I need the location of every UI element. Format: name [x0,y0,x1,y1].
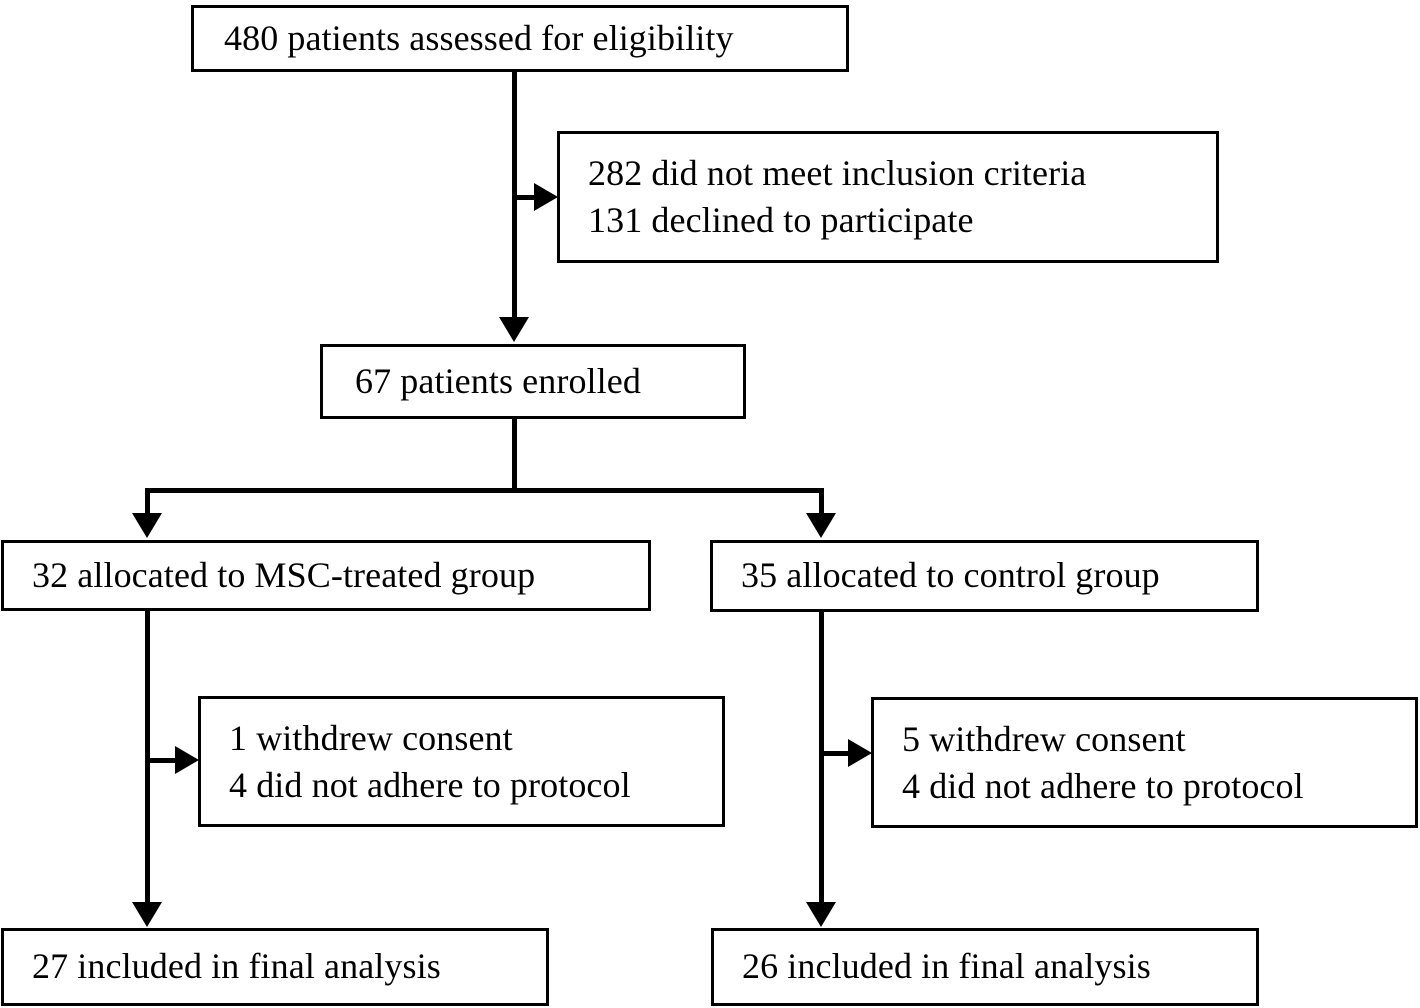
node-assessed-line-1: 480 patients assessed for eligibility [224,17,734,58]
node-final-analysis-control-group: 26 included in final analysis [711,928,1259,1006]
connector-control-to-excluded [821,751,852,756]
arrowhead-control-to-final [806,902,836,927]
connector-enrolled-stem [512,419,517,493]
connector-split-left-arm [145,488,150,516]
node-alloc-msc-line-1: 32 allocated to MSC-treated group [32,554,536,595]
arrowhead-split-to-allocated-control [806,513,836,538]
node-excluded-line-2: 131 declined to participate [588,200,974,240]
node-final-msc-line-1: 27 included in final analysis [32,946,441,987]
node-excluded-msc-group: 1 withdrew consent 4 did not adhere to p… [198,696,725,827]
connector-msc-to-excluded [147,758,179,763]
node-excl-msc-line-2: 4 did not adhere to protocol [229,764,631,805]
connector-control-to-final [819,612,824,904]
node-assessed-for-eligibility: 480 patients assessed for eligibility [191,5,849,72]
arrowhead-control-to-excluded [848,739,872,767]
node-final-analysis-msc-group: 27 included in final analysis [1,928,549,1006]
node-alloc-ctrl-line-1: 35 allocated to control group [741,555,1160,596]
node-patients-enrolled: 67 patients enrolled [320,344,746,419]
node-excl-msc-line-1: 1 withdrew consent [229,717,513,758]
node-excluded-control-group: 5 withdrew consent 4 did not adhere to p… [871,697,1418,828]
arrowhead-split-to-allocated-msc [132,513,162,538]
node-excl-ctrl-line-1: 5 withdrew consent [902,718,1186,759]
connector-msc-to-final [145,611,150,904]
arrowhead-msc-to-excluded [175,746,199,774]
arrowhead-msc-to-final [132,902,162,927]
node-allocated-msc-treated-group: 32 allocated to MSC-treated group [1,540,651,611]
connector-trunk-to-excluded-pre [514,195,542,200]
node-enrolled-line-1: 67 patients enrolled [355,360,641,401]
node-excl-ctrl-line-2: 4 did not adhere to protocol [902,765,1304,806]
arrowhead-trunk-to-excluded-pre [534,183,558,211]
connector-enrolled-split-bar [145,488,824,493]
connector-split-right-arm [819,488,824,516]
node-final-ctrl-line-1: 26 included in final analysis [742,946,1151,987]
node-excluded-before-enrollment: 282 did not meet inclusion criteria 131 … [557,131,1219,263]
node-excluded-line-1: 282 did not meet inclusion criteria [588,153,1087,194]
arrowhead-assessed-to-enrolled [499,317,529,342]
node-allocated-control-group: 35 allocated to control group [710,540,1259,612]
